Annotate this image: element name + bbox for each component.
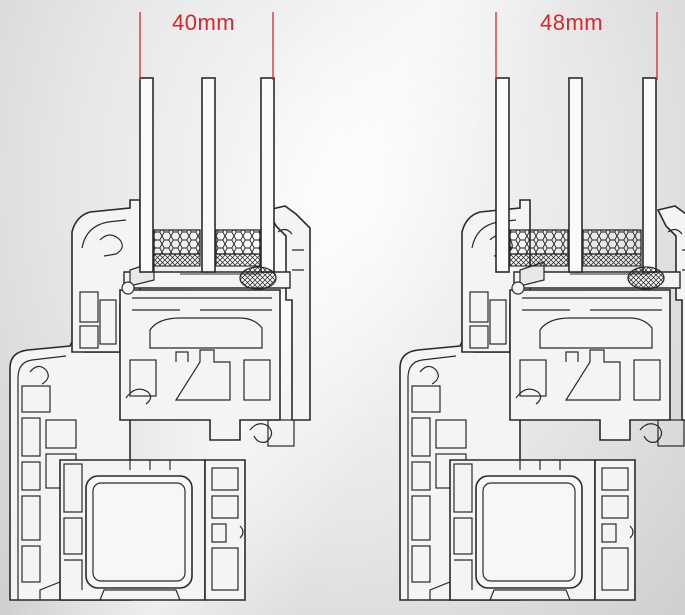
left-glazing-dimension-label: 40mm [172,10,236,35]
left-profile-assembly [9,77,311,601]
right-profile-assembly [399,77,685,601]
right-glazing-dimension-label: 48mm [540,10,604,35]
